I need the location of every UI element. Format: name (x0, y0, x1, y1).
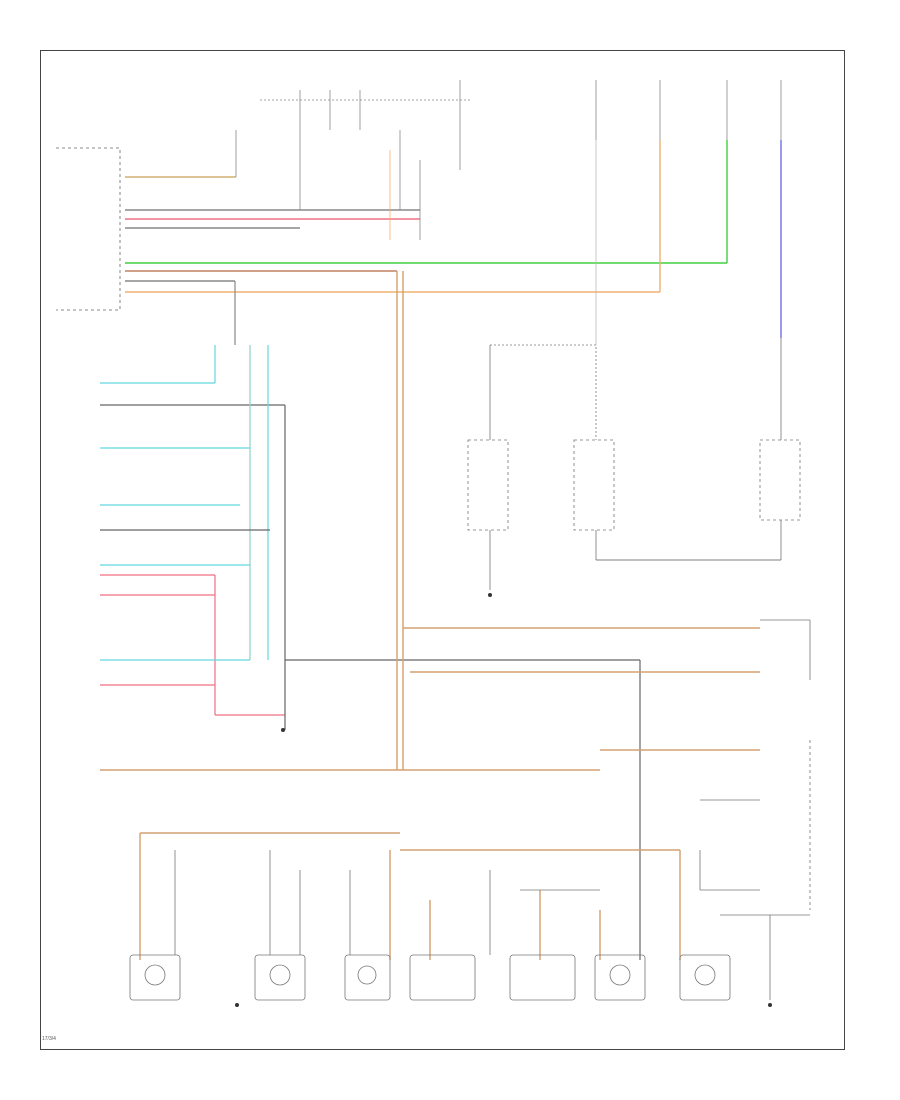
bottom-sensors (129, 850, 731, 1001)
selector-switch (235, 80, 470, 240)
relay-area (467, 338, 801, 590)
tcm-connector-box (56, 147, 121, 311)
tan-bus (100, 271, 760, 960)
left-wires (100, 281, 641, 960)
ground-symbols (235, 593, 772, 1007)
right-connectors (699, 619, 811, 1000)
diagram-frame (40, 50, 845, 1050)
top-wires (125, 140, 782, 345)
page-code: 17/3/4 (42, 1036, 56, 1042)
fuse-column (595, 80, 782, 140)
